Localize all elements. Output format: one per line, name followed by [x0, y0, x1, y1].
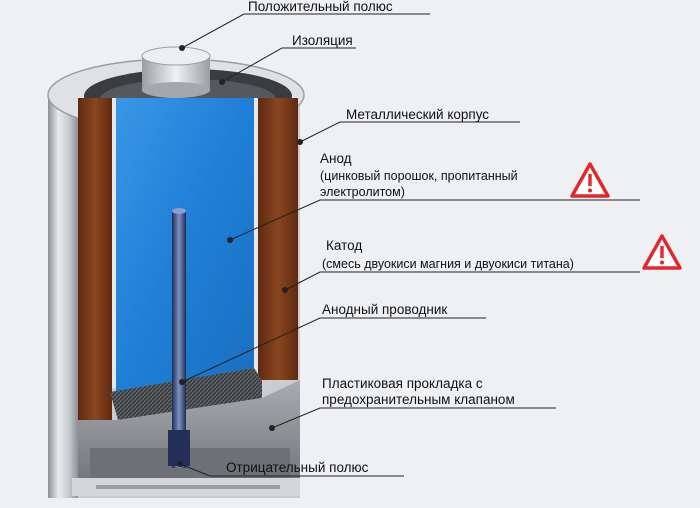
- warning-triangle-icon: [642, 234, 682, 270]
- label-cathode-desc: (смесь двуокиси магния и двуокиси титана…: [322, 257, 574, 271]
- label-anode-conductor: Анодный проводник: [322, 302, 447, 317]
- label-anode-desc-1: (цинковый порошок, пропитанный: [320, 169, 518, 183]
- positive-cap: [141, 46, 211, 98]
- anode-conductor-rod: [172, 210, 186, 468]
- label-metal-case: Металлический корпус: [346, 107, 489, 122]
- label-positive-pole: Положительный полюс: [248, 0, 393, 14]
- anode-conductor-tip: [172, 208, 186, 214]
- metal-case-left-wall: [48, 95, 78, 498]
- label-insulation: Изоляция: [292, 33, 353, 48]
- label-anode-desc-2: электролитом): [320, 185, 405, 199]
- leader-lines: [177, 13, 640, 477]
- label-anode-title: Анод: [320, 151, 352, 166]
- cathode-left: [78, 98, 112, 420]
- anode-conductor-base: [168, 430, 190, 466]
- label-gasket-2: предохранительным клапаном: [322, 392, 515, 407]
- cathode-right: [258, 98, 298, 380]
- warning-triangle-icon: [570, 162, 610, 198]
- separator-left: [112, 98, 116, 388]
- separator-right: [254, 98, 258, 380]
- bottom-plate-groove: [96, 485, 280, 489]
- label-cathode-title: Катод: [326, 238, 362, 253]
- labels: Положительный полюс Изоляция Металлическ…: [226, 0, 574, 475]
- label-gasket-1: Пластиковая прокладка с: [322, 376, 483, 391]
- battery-cutaway: [47, 46, 305, 498]
- label-negative-pole: Отрицательный полюс: [226, 460, 369, 475]
